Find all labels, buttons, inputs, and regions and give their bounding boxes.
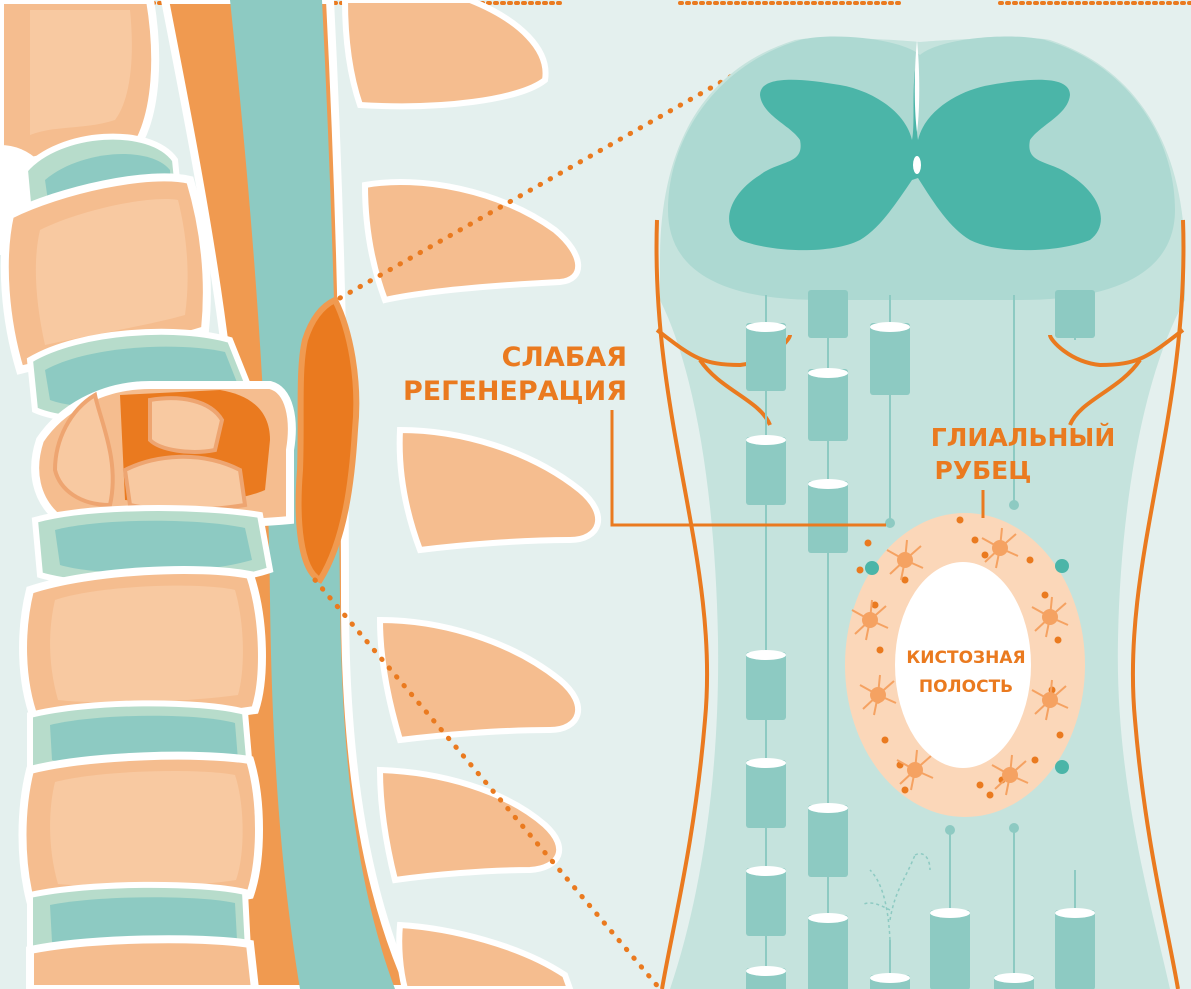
vertebra-4 (23, 570, 262, 722)
cord-cross-section (657, 36, 1185, 989)
vertebra-bottom (30, 939, 255, 989)
label-glial-scar-line1: ГЛИАЛЬНЫЙ (931, 423, 1116, 452)
label-weak-regeneration-line2: РЕГЕНЕРАЦИЯ (403, 376, 627, 407)
fractured-vertebra (35, 385, 292, 524)
vertebra-5 (23, 756, 260, 904)
label-glial-scar-line2: РУБЕЦ (935, 456, 1032, 485)
central-canal (913, 156, 921, 174)
label-cystic-cavity-line2: ПОЛОСТЬ (919, 677, 1013, 697)
label-weak-regeneration-line1: СЛАБАЯ (502, 342, 627, 373)
label-cystic-cavity-line1: КИСТОЗНАЯ (906, 648, 1025, 668)
